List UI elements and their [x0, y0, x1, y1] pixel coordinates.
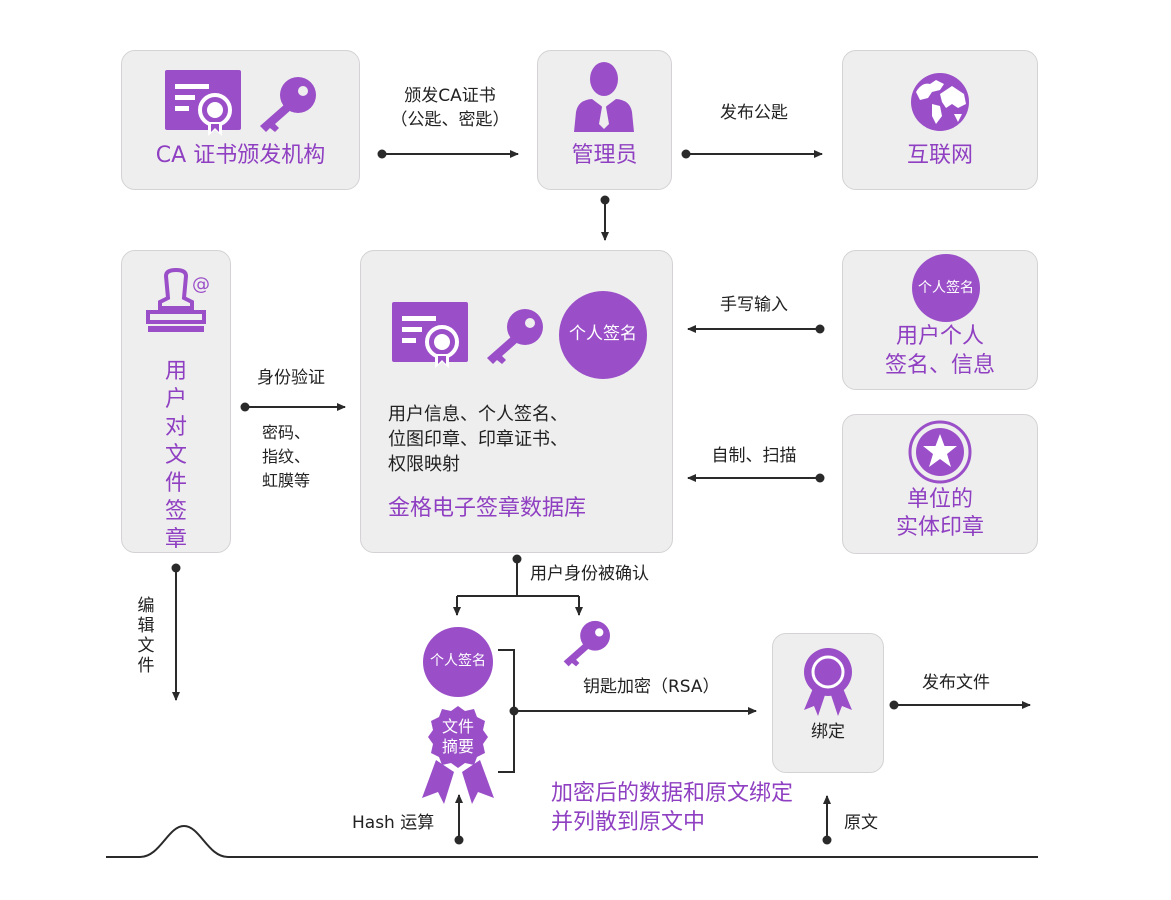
key-icon: [487, 309, 543, 364]
certificate-icon: [165, 70, 241, 136]
signature-badge-icon: [423, 627, 493, 697]
edit-file-label: 编辑文件: [137, 596, 155, 676]
award-ribbon-icon: [422, 706, 494, 804]
self-scan-label: 自制、扫描: [711, 446, 797, 466]
auth-label: 身份验证: [257, 368, 325, 388]
stamp-icon: @: [146, 267, 210, 332]
user-info-signature-badge-label: 个人签名: [918, 280, 974, 296]
signature-badge-icon: [912, 254, 980, 322]
database-info-line2: 位图印章、印章证书、: [388, 429, 568, 450]
key-icon: [260, 77, 316, 132]
signature-badge-icon: [559, 291, 647, 379]
hash-label: Hash 运算: [352, 813, 435, 833]
svg-text:@: @: [192, 274, 210, 295]
publish-key-label: 发布公匙: [720, 103, 788, 123]
encrypt-label: 钥匙加密（RSA）: [583, 677, 720, 697]
globe-icon: [911, 73, 969, 131]
seal-line2: 实体印章: [895, 515, 984, 540]
auth-methods-line1: 密码、: [262, 423, 311, 442]
confirmed-label: 用户身份被确认: [530, 564, 649, 584]
user-sign-node-label: 用户对文件签章: [164, 359, 187, 552]
handwrite-label: 手写输入: [720, 295, 788, 315]
database-info-line3: 权限映射: [388, 454, 460, 475]
auth-methods-line2: 指纹、: [262, 447, 311, 466]
digest-label-line1: 文件: [441, 717, 474, 736]
bind-node-label: 绑定: [811, 722, 845, 742]
note-line1: 加密后的数据和原文绑定: [551, 781, 794, 806]
auth-methods-line3: 虹膜等: [262, 471, 311, 490]
ca-node-label: CA 证书颁发机构: [155, 143, 326, 168]
admin-person-icon: [574, 62, 634, 132]
signature-badge-label: 个人签名: [430, 653, 486, 669]
publish-file-label: 发布文件: [922, 673, 990, 693]
key-icon: [563, 620, 610, 667]
seal-line1: 单位的: [906, 487, 973, 512]
star-seal-icon: [908, 420, 972, 484]
digest-label-line2: 摘要: [441, 737, 474, 756]
certificate-icon: [392, 302, 468, 368]
issue-cert-label-line2: （公匙、密匙）: [390, 110, 510, 130]
user-sign-node: [121, 250, 231, 553]
note-line2: 并列散到原文中: [551, 810, 706, 835]
user-info-line2: 签名、信息: [884, 353, 995, 378]
award-ribbon-icon: [804, 648, 852, 716]
database-title: 金格电子签章数据库: [388, 496, 587, 521]
admin-node-label: 管理员: [571, 143, 638, 168]
database-info-line1: 用户信息、个人签名、: [388, 404, 568, 425]
issue-cert-label-line1: 颁发CA证书: [404, 86, 496, 106]
user-info-line1: 用户个人: [895, 324, 984, 349]
internet-node-label: 互联网: [906, 143, 973, 168]
database-signature-badge-label: 个人签名: [569, 324, 637, 344]
original-label: 原文: [844, 813, 878, 833]
